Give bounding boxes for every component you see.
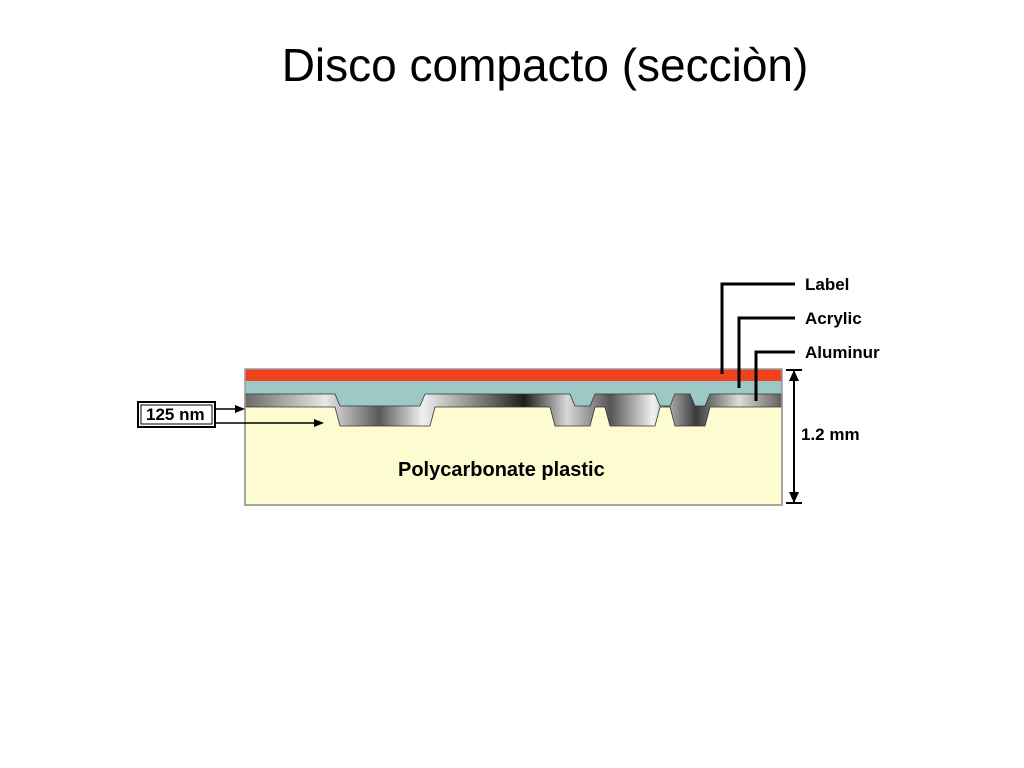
label-leader-line <box>720 282 795 374</box>
slide-title: Disco compacto (secciòn) <box>281 39 809 91</box>
label-layer-text: Label <box>805 275 849 294</box>
pit-depth-text: 125 nm <box>146 405 205 424</box>
pit-depth-box <box>137 401 216 428</box>
acrylic-leader-line <box>737 316 795 388</box>
acrylic-layer-text: Acrylic <box>805 309 862 328</box>
aluminum-layer-text: Aluminur <box>805 343 880 362</box>
aluminum-leader-line <box>754 350 795 401</box>
label-layer <box>245 369 782 381</box>
substrate-text: Polycarbonate plastic <box>398 459 605 481</box>
thickness-text: 1.2 mm <box>801 425 860 444</box>
